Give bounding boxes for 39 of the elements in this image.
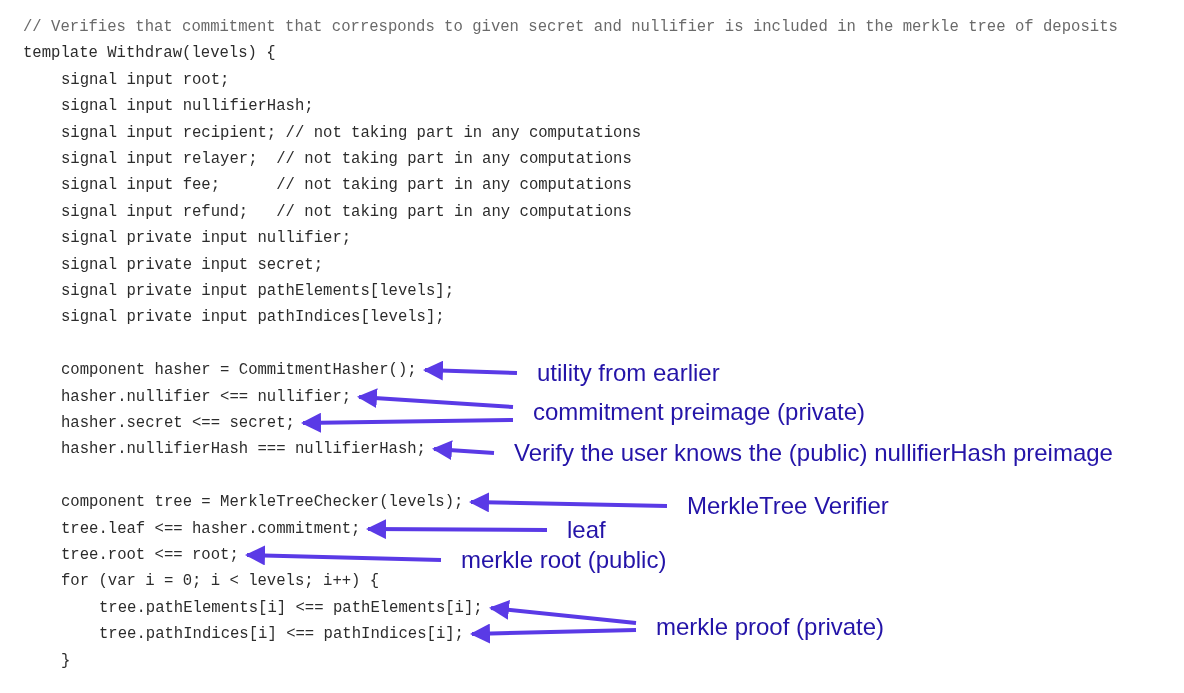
annotation: merkle root (public) [461, 546, 667, 574]
annotation: Verify the user knows the (public) nullifierHash preimage [514, 439, 1113, 467]
code-line: signal private input pathElements[levels]; [61, 281, 455, 301]
code-line: component tree = MerkleTreeChecker(levels); [61, 492, 464, 513]
code-line: hasher.secret <== secret; [61, 413, 295, 433]
arrow [470, 623, 637, 644]
code-line: signal input recipient; // not taking part in any computations [61, 122, 642, 143]
arrow [469, 492, 668, 513]
code-line: signal input fee; // not taking part in any computations [61, 175, 632, 196]
code-line: hasher.nullifierHash === nullifierHash; [61, 439, 426, 460]
arrow [301, 412, 514, 433]
code-line: signal input root; [61, 69, 230, 90]
annotation: MerkleTree Verifier [687, 492, 889, 520]
code-line: signal input nullifierHash; [61, 96, 314, 117]
code-line: for (var i = 0; i < levels; i++) { [61, 571, 380, 592]
code-line: tree.root <== root; [61, 545, 239, 565]
code-line: signal private input secret; [61, 254, 324, 275]
code-line: hasher.nullifier <== nullifier; [61, 386, 352, 407]
arrow [366, 519, 547, 540]
arrow [489, 599, 637, 625]
code-line: signal private input pathIndices[levels]; [61, 307, 445, 328]
code-comment: // Verifies that commitment that corresponds to given secret and nullifier is included in the merkle tree of deposits [23, 17, 1118, 37]
code-line: signal input relayer; // not taking part in any computations [61, 149, 632, 169]
annotation: merkle proof (private) [656, 613, 885, 641]
annotation: commitment preimage (private) [533, 398, 866, 426]
code-line: tree.leaf <== hasher.commitment; [61, 518, 361, 539]
arrow [357, 388, 514, 409]
arrow [423, 360, 518, 381]
code-line: template Withdraw(levels) { [23, 43, 276, 64]
arrow [245, 545, 442, 566]
arrow [432, 440, 495, 461]
annotation: leaf [567, 516, 606, 544]
code-line: component hasher = CommitmentHasher(); [61, 360, 417, 381]
code-line: signal input refund; // not taking part in any computations [61, 201, 632, 222]
code-line: } [61, 650, 71, 671]
annotation: utility from earlier [537, 359, 720, 387]
code-line: tree.pathIndices[i] <== pathIndices[i]; [99, 624, 464, 645]
code-line: tree.pathElements[i] <== pathElements[i]; [99, 597, 483, 618]
code-line: signal private input nullifier; [61, 228, 352, 249]
